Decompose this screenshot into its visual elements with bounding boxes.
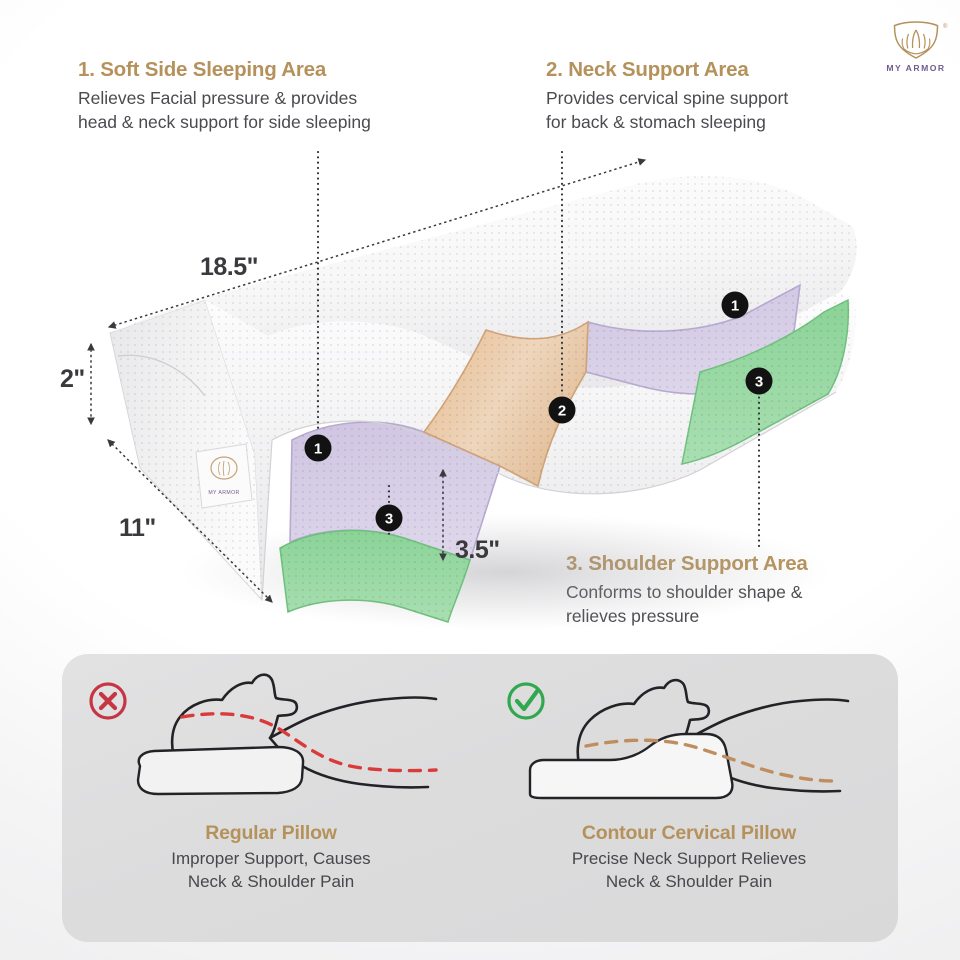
head-neck-outline [576,678,850,778]
callout-1-body: Relieves Facial pressure & provides head… [78,88,371,133]
dimension-label-width: 11" [119,514,156,542]
product-tag: MY ARMOR [195,443,253,509]
callout-neck-support: 2. Neck Support Area Provides cervical s… [546,58,788,134]
comparison-panel: Regular Pillow Improper Support, Causes … [62,654,898,942]
svg-text:1: 1 [314,441,322,458]
svg-text:3: 3 [385,511,393,528]
regular-pillow-subtitle: Improper Support, Causes Neck & Shoulder… [171,849,371,891]
comparison-regular-pillow: Regular Pillow Improper Support, Causes … [62,654,480,942]
pillow-bottom-edge [261,391,837,601]
spine-line-misaligned [180,712,438,773]
pillow-shadow [180,514,830,630]
zone-badges: 1 1 2 3 3 [304,291,773,532]
dimension-label-length: 18.5" [200,253,259,281]
spine-line-aligned [584,738,838,783]
dimension-arrow-length [107,158,647,329]
zone-soft-side-left [289,421,501,562]
badge-zone1-right: 1 [721,291,749,319]
registered-mark: ® [943,23,948,30]
shield-lotus-icon: ® [893,21,948,59]
dimension-arrows [87,158,647,603]
contour-pillow-caption: Contour Cervical Pillow Precise Neck Sup… [480,822,898,894]
dimension-label-contour-height: 3.5" [455,536,500,564]
svg-text:2: 2 [558,403,566,420]
check-circle-icon [507,682,545,720]
brand-wordmark: MY ARMOR [886,63,946,73]
callout-2-title: 2. Neck Support Area [546,58,749,81]
regular-pillow-title: Regular Pillow [205,822,337,844]
regular-pillow-diagram [89,673,438,796]
head-neck-outline [170,673,438,773]
badge-zone2: 2 [548,396,576,424]
callout-2-body: Provides cervical spine support for back… [546,88,789,133]
regular-pillow-caption: Regular Pillow Improper Support, Causes … [62,822,480,894]
callout-soft-side-sleeping: 1. Soft Side Sleeping Area Relieves Faci… [78,58,371,134]
contour-pillow-diagram [507,678,850,800]
badge-zone3-right: 3 [745,367,773,395]
product-tag-label: MY ARMOR [208,490,239,496]
svg-text:3: 3 [755,374,763,391]
svg-text:1: 1 [731,298,739,315]
badge-zone1-left: 1 [304,434,332,462]
contour-pillow-title: Contour Cervical Pillow [581,822,797,844]
dimension-arrow-width [107,439,273,603]
zone-neck-support [422,320,589,488]
badge-zone3-left: 3 [375,504,403,532]
callout-1-title: 1. Soft Side Sleeping Area [78,58,327,81]
contour-pillow-subtitle: Precise Neck Support Relieves Neck & Sho… [571,849,807,891]
zone-shoulder-left [279,529,471,623]
flat-pillow-shape [136,745,305,796]
contour-pillow-shape [528,732,734,800]
cross-circle-icon [89,682,127,720]
comparison-contour-pillow: Contour Cervical Pillow Precise Neck Sup… [480,654,898,942]
dimension-label-height: 2" [60,365,85,393]
brand-logo: ® MY ARMOR [880,18,952,73]
